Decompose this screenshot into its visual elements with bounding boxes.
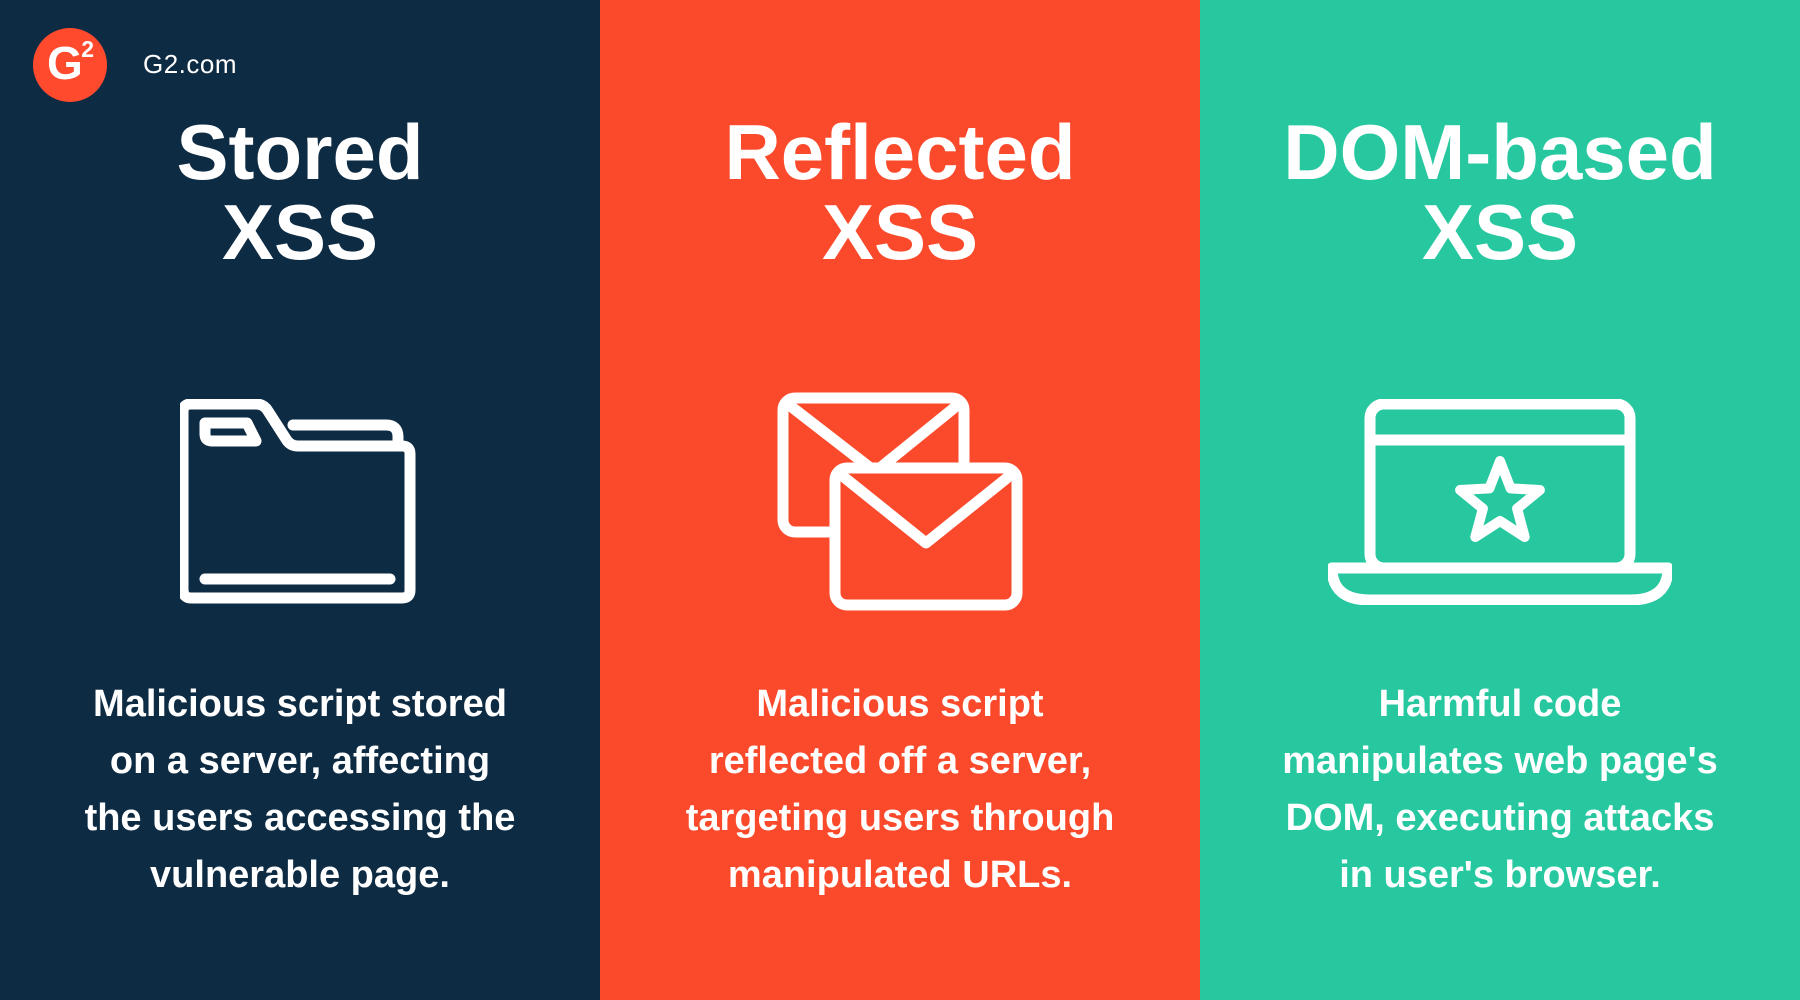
laptop-star-icon (1200, 392, 1800, 612)
column-dom-based-xss: DOM-based XSS Harmful code manipulates w… (1200, 0, 1800, 1000)
dom-based-xss-title: DOM-based XSS (1283, 108, 1717, 276)
stored-xss-description: Malicious script stored on a server, aff… (84, 683, 516, 896)
folder-icon (0, 392, 600, 612)
column-stored-xss: G 2 G2.com Stored XSS Malicious script s… (0, 0, 600, 1000)
g2-logo-digit-2: 2 (81, 36, 94, 62)
g2-logo-letter-g: G (47, 37, 83, 90)
g2-site-label: G2.com (143, 49, 238, 79)
dom-based-xss-description: Harmful code manipulates web page's DOM,… (1282, 683, 1718, 896)
reflected-xss-title: Reflected XSS (724, 108, 1076, 276)
column-reflected-xss: Reflected XSS Malicious script reflected… (600, 0, 1200, 1000)
folder-icon-svg (180, 399, 416, 604)
reflected-xss-description: Malicious script reflected off a server,… (685, 683, 1115, 896)
envelopes-icon-svg (777, 392, 1023, 611)
stored-xss-title: Stored XSS (176, 108, 424, 276)
g2-logo-icon: G 2 (33, 28, 107, 102)
envelopes-icon (600, 392, 1200, 612)
laptop-star-icon-svg (1328, 399, 1672, 605)
